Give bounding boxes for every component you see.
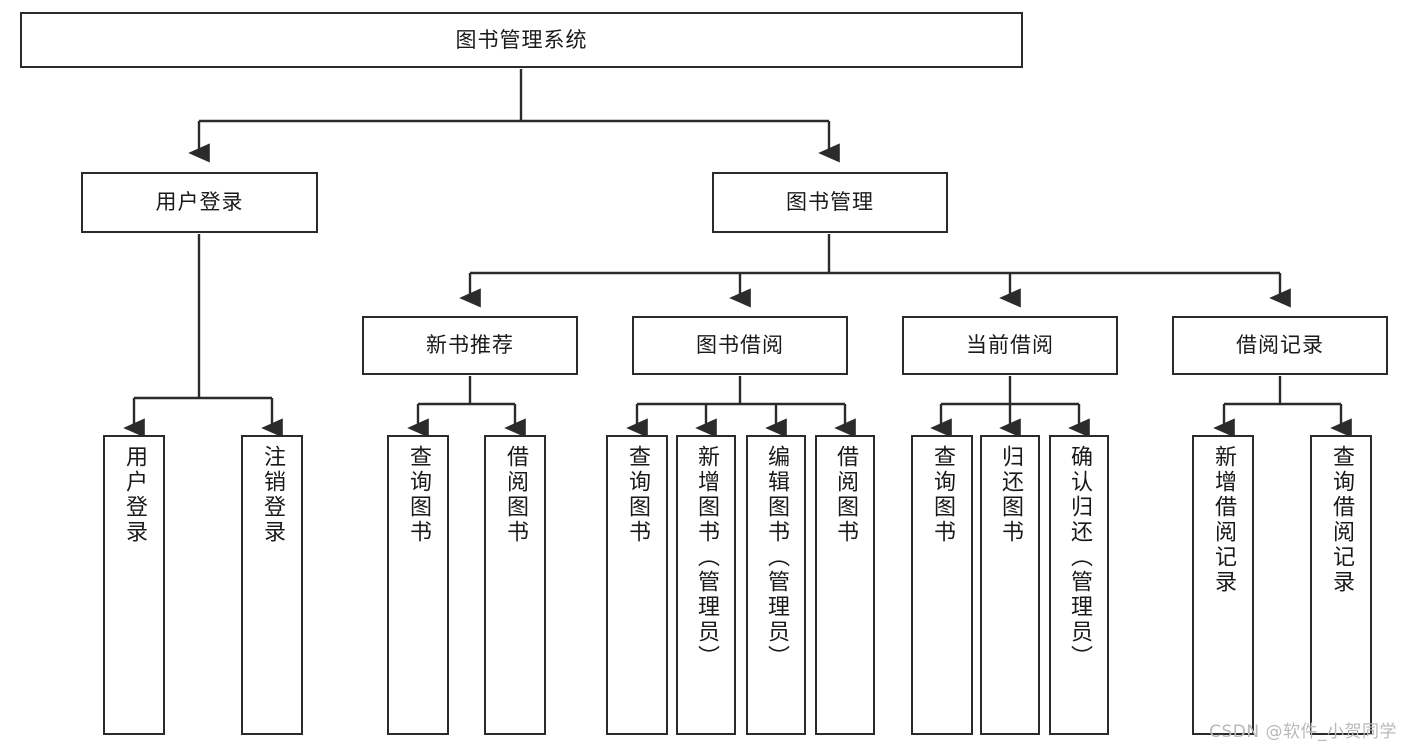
node-label: 图书管理 [786,190,874,215]
node-label: 当前借阅 [966,333,1054,358]
node-label: 新增图书（管理员） [694,445,719,670]
node-label: 归还图书 [998,445,1023,545]
node-label: 查询图书 [406,445,431,545]
node-label: 注销登录 [260,445,285,545]
leaf-record-query-record[interactable]: 查询借阅记录 [1310,435,1372,735]
node-book-borrow[interactable]: 图书借阅 [632,316,848,375]
node-label: 确认归还（管理员） [1067,445,1092,670]
leaf-borrow-query-book[interactable]: 查询图书 [606,435,668,735]
node-label: 图书管理系统 [455,27,588,52]
node-book-management[interactable]: 图书管理 [712,172,948,233]
leaf-recommend-query-book[interactable]: 查询图书 [387,435,449,735]
leaf-borrow-edit-book-admin[interactable]: 编辑图书（管理员） [746,435,806,735]
leaf-current-query-book[interactable]: 查询图书 [911,435,973,735]
node-label: 用户登录 [155,190,244,215]
leaf-borrow-add-book-admin[interactable]: 新增图书（管理员） [676,435,736,735]
node-borrow-record[interactable]: 借阅记录 [1172,316,1388,375]
node-label: 查询借阅记录 [1329,445,1354,595]
node-label: 新增借阅记录 [1211,445,1236,595]
node-new-book-recommend[interactable]: 新书推荐 [362,316,578,375]
node-current-borrow[interactable]: 当前借阅 [902,316,1118,375]
leaf-user-login-logout[interactable]: 注销登录 [241,435,303,735]
node-label: 用户登录 [122,445,147,545]
leaf-borrow-borrow-book[interactable]: 借阅图书 [815,435,875,735]
node-label: 借阅记录 [1236,333,1324,358]
node-root-book-management-system[interactable]: 图书管理系统 [20,12,1023,68]
node-label: 新书推荐 [426,333,514,358]
node-label: 查询图书 [625,445,650,545]
node-label: 编辑图书（管理员） [764,445,789,670]
watermark-text: CSDN @软件_小贺同学 [1209,722,1397,742]
leaf-recommend-borrow-book[interactable]: 借阅图书 [484,435,546,735]
node-label: 借阅图书 [503,445,528,545]
node-label: 图书借阅 [696,333,784,358]
leaf-record-add-record[interactable]: 新增借阅记录 [1192,435,1254,735]
node-label: 借阅图书 [833,445,858,545]
leaf-user-login-login[interactable]: 用户登录 [103,435,165,735]
node-label: 查询图书 [930,445,955,545]
leaf-current-return-book[interactable]: 归还图书 [980,435,1040,735]
leaf-current-confirm-return-admin[interactable]: 确认归还（管理员） [1049,435,1109,735]
node-user-login[interactable]: 用户登录 [81,172,318,233]
